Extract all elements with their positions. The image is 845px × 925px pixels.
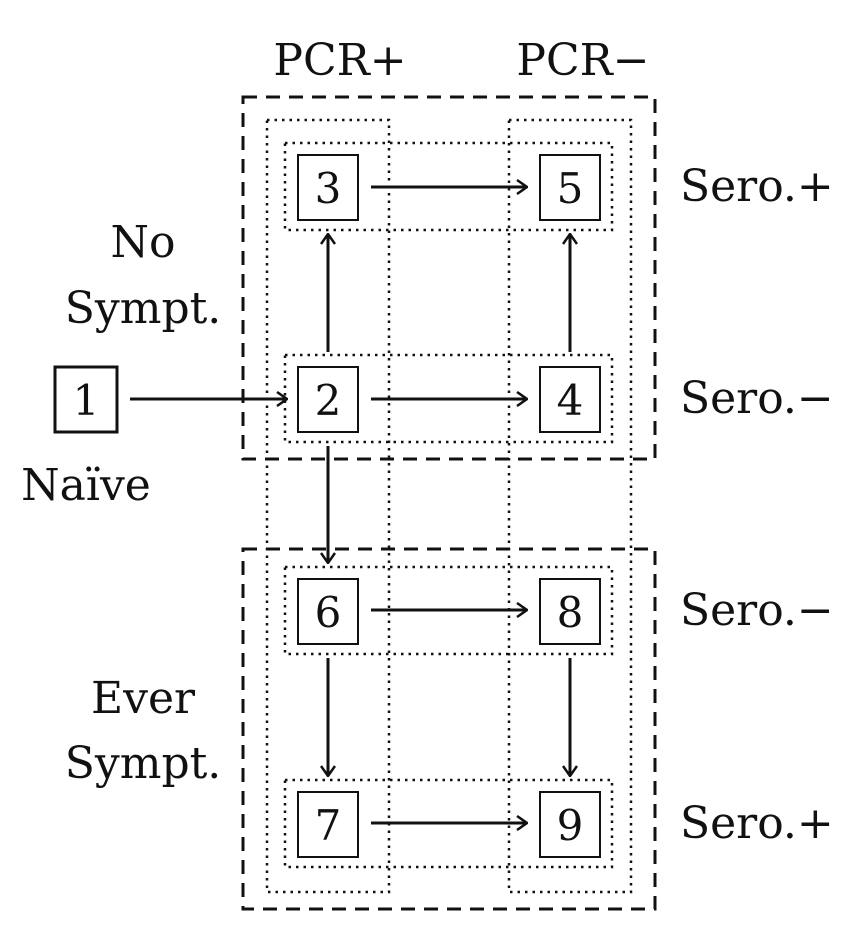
no-symptoms-group-box <box>241 95 657 461</box>
state-label-7: 7 <box>315 801 342 850</box>
row-box-bottom <box>283 778 614 869</box>
state-box-5 <box>539 154 601 221</box>
state-box-1 <box>53 365 119 434</box>
no-sympt-label-line2: Sympt. <box>65 283 222 334</box>
no-sympt-label-line1: No <box>111 217 176 268</box>
pcr-negative-header: PCR− <box>516 35 649 86</box>
state-box-2 <box>297 366 359 433</box>
naive-label: Naïve <box>21 460 151 511</box>
sero-label-mid: Sero.− <box>680 373 834 424</box>
row-box-top <box>283 141 614 232</box>
state-box-6 <box>297 578 359 645</box>
state-box-3 <box>297 154 359 221</box>
row-box-lower <box>283 565 614 656</box>
ever-symptoms-group-box <box>241 547 657 911</box>
state-box-4 <box>539 366 601 433</box>
state-box-9 <box>539 791 601 858</box>
ever-sympt-label-line1: Ever <box>91 673 196 724</box>
state-label-6: 6 <box>315 588 342 637</box>
row-box-mid <box>283 353 614 444</box>
state-box-8 <box>539 578 601 645</box>
ever-sympt-label-line2: Sympt. <box>65 738 222 789</box>
pcr-negative-column-box <box>507 118 633 894</box>
state-label-4: 4 <box>557 376 584 425</box>
state-label-8: 8 <box>557 588 584 637</box>
sero-label-top: Sero.+ <box>680 161 834 212</box>
pcr-positive-header: PCR+ <box>273 35 406 86</box>
state-label-3: 3 <box>315 164 342 213</box>
state-label-9: 9 <box>557 801 584 850</box>
state-label-2: 2 <box>315 376 342 425</box>
state-box-7 <box>297 791 359 858</box>
state-label-5: 5 <box>557 164 584 213</box>
state-label-1: 1 <box>73 376 100 425</box>
pcr-positive-column-box <box>265 118 391 894</box>
sero-label-bottom: Sero.+ <box>680 798 834 849</box>
sero-label-lower: Sero.− <box>680 585 834 636</box>
